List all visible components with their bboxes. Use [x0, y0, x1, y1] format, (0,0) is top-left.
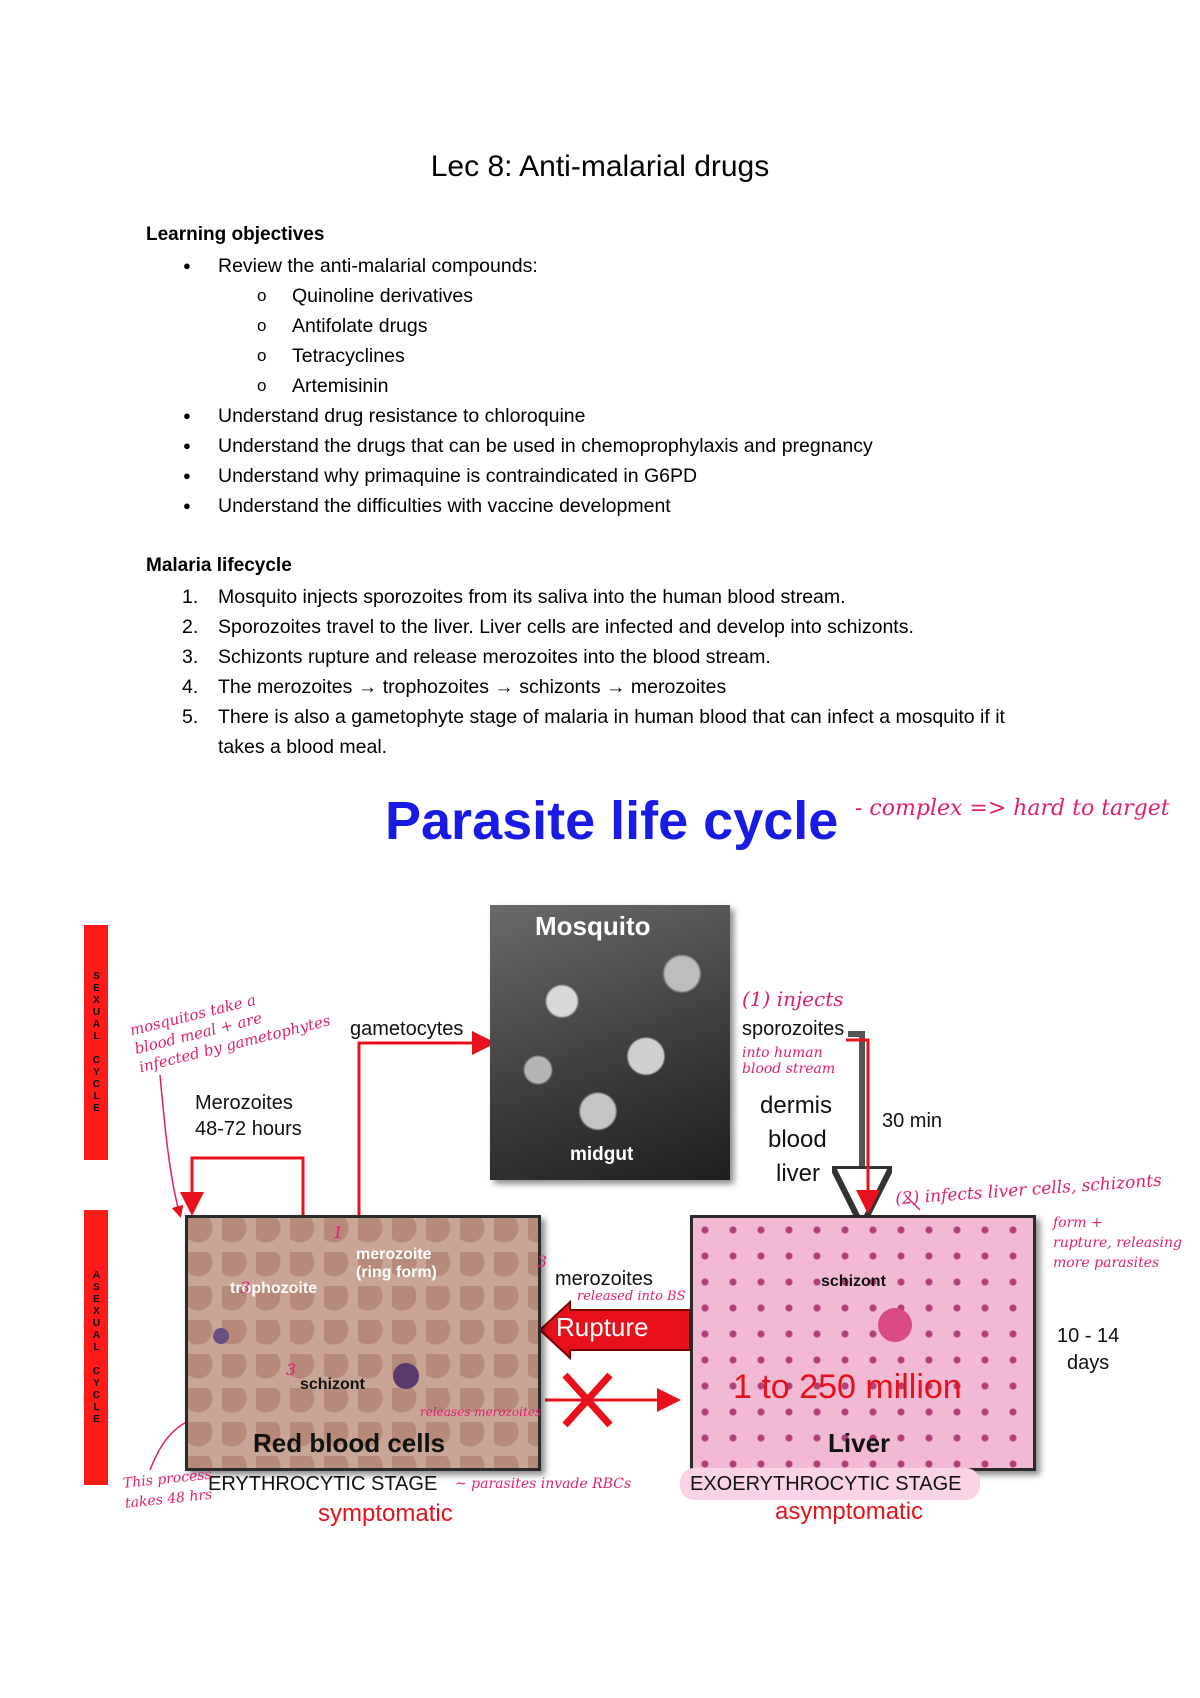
dermis-label: dermis [760, 1092, 833, 1119]
handwritten-note-into-blood: into human blood stream [742, 1045, 835, 1077]
step-text: Schizonts rupture and release merozoites… [218, 646, 771, 668]
circled-number: 1 [333, 1223, 344, 1242]
erythrocytic-stage-label: ERYTHROCYTIC STAGE [208, 1473, 438, 1495]
handwritten-arrow [159, 1074, 184, 1218]
list-item: Understand the drugs that can be used in… [146, 431, 1096, 461]
schizont-cell [393, 1363, 419, 1389]
note-line: rupture, releasing [1053, 1235, 1182, 1251]
cross-mark [562, 1372, 613, 1428]
handwritten-note-form-rupture: form + rupture, releasing more parasites [1053, 1213, 1182, 1273]
step-text: There is also a gametophyte stage of mal… [218, 706, 1005, 758]
list-item: Quinoline derivatives [146, 281, 1096, 311]
handwritten-note-complex: - complex => hard to target [855, 796, 1170, 821]
circled-number: 3 [286, 1360, 297, 1379]
liver-schizont-label: schizont [821, 1273, 886, 1290]
list-item: Artemisinin [146, 371, 1096, 401]
liver-count: 1 to 250 million [733, 1368, 962, 1406]
circled-number: 3 [240, 1278, 251, 1297]
liver-word-label: liver [776, 1160, 821, 1187]
step-text: Sporozoites travel to the liver. Liver c… [218, 616, 914, 638]
trophozoite-cell [213, 1328, 229, 1344]
list-item: Understand why primaquine is contraindic… [146, 461, 1096, 491]
list-item: 3. Schizonts rupture and release merozoit… [146, 642, 1046, 672]
exoerythrocytic-stage-label: EXOERYTHROCYTIC STAGE [690, 1473, 962, 1495]
red-blood-cells-image: merozoite (ring form) trophozoite schizo… [185, 1215, 541, 1471]
handwritten-note-released: released into BS [577, 1289, 686, 1304]
days-label-2: days [1067, 1352, 1110, 1374]
merozoite-ring-line2: (ring form) [356, 1264, 437, 1281]
merozoites-title: Merozoites [195, 1092, 293, 1114]
sexual-cycle-bar: SEXUAL CYCLE [84, 925, 108, 1160]
rupture-label: Rupture [556, 1312, 649, 1342]
list-item: Understand the difficulties with vaccine… [146, 491, 1096, 521]
note-line: form + [1053, 1215, 1103, 1231]
handwritten-note-parasites-invade: ~ parasites invade RBCs [455, 1476, 632, 1492]
liver-schizont-cell [878, 1308, 912, 1342]
gametocyte-arrow [357, 1031, 496, 1215]
note-line: into human [742, 1045, 823, 1061]
liver-caption: Liver [828, 1428, 891, 1458]
trophozoite-label: trophozoite [230, 1280, 318, 1297]
days-label-1: 10 - 14 [1057, 1325, 1120, 1347]
handwritten-arrow [149, 1419, 191, 1471]
handwritten-note-releases-merozoites: releases merozoites [420, 1405, 542, 1419]
schizont-label: schizont [300, 1376, 365, 1393]
sexual-cycle-label: SEXUAL CYCLE [91, 970, 102, 1115]
liver-image: schizont 1 to 250 million Liver [690, 1215, 1036, 1471]
merozoite-ring-label: merozoite (ring form) [356, 1246, 437, 1282]
asexual-cycle-label: ASEXUAL CYCLE [91, 1269, 102, 1426]
objectives-list: Review the anti-malarial compounds: Quin… [146, 251, 1096, 521]
time-30-min: 30 min [882, 1110, 943, 1132]
gametocytes-label: gametocytes [350, 1018, 464, 1040]
step-number: 4. [182, 676, 199, 698]
exoerythrocytic-highlight [680, 1468, 980, 1500]
mosquito-label: Mosquito [535, 911, 651, 941]
blood-label: blood [768, 1126, 827, 1153]
note-line: more parasites [1053, 1255, 1160, 1271]
list-item: Understand drug resistance to chloroquin… [146, 401, 1096, 431]
sporozoite-arrow-white [848, 1031, 862, 1208]
lifecycle-list: 1. Mosquito injects sporozoites from its … [146, 582, 1046, 762]
midgut-label: midgut [570, 1144, 634, 1165]
circled-number: 3 [537, 1252, 548, 1271]
list-item: Antifolate drugs [146, 311, 1096, 341]
step-text: The merozoites → trophozoites → schizont… [218, 676, 727, 698]
merozoites-mid-label: merozoites [555, 1268, 653, 1290]
step-number: 3. [182, 646, 199, 668]
merozoites-hours: 48-72 hours [195, 1118, 302, 1140]
rbc-caption: Red blood cells [253, 1428, 446, 1458]
sporozoite-arrow-red [846, 1038, 880, 1214]
merozoite-ring-line1: merozoite [356, 1246, 432, 1263]
handwritten-arrow [904, 1194, 921, 1211]
list-item: Review the anti-malarial compounds: [146, 251, 1096, 281]
step-number: 5. [182, 706, 199, 728]
diagram-heading: Parasite life cycle [385, 791, 839, 851]
asymptomatic-label: asymptomatic [775, 1498, 924, 1525]
merozoite-loop-arrow [180, 1156, 305, 1216]
objectives-heading: Learning objectives [146, 224, 325, 245]
list-item: 4. The merozoites → trophozoites → schizo… [146, 672, 1046, 702]
symptomatic-label: symptomatic [318, 1500, 453, 1527]
mosquito-midgut-image: Mosquito midgut [490, 905, 730, 1180]
list-item: 1. Mosquito injects sporozoites from its … [146, 582, 1046, 612]
lifecycle-heading: Malaria lifecycle [146, 555, 292, 576]
step-number: 1. [182, 586, 199, 608]
list-item: 5. There is also a gametophyte stage of m… [146, 702, 1046, 762]
sporozoites-label: sporozoites [742, 1018, 845, 1040]
note-line: blood stream [742, 1061, 836, 1077]
asexual-cycle-bar: ASEXUAL CYCLE [84, 1210, 108, 1485]
step-number: 2. [182, 616, 199, 638]
list-item: 2. Sporozoites travel to the liver. Liver… [146, 612, 1046, 642]
handwritten-note-injects: (1) injects [742, 987, 844, 1011]
page-title: Lec 8: Anti-malarial drugs [430, 150, 770, 183]
list-item: Tetracyclines [146, 341, 1096, 371]
step-text: Mosquito injects sporozoites from its sa… [218, 586, 846, 608]
